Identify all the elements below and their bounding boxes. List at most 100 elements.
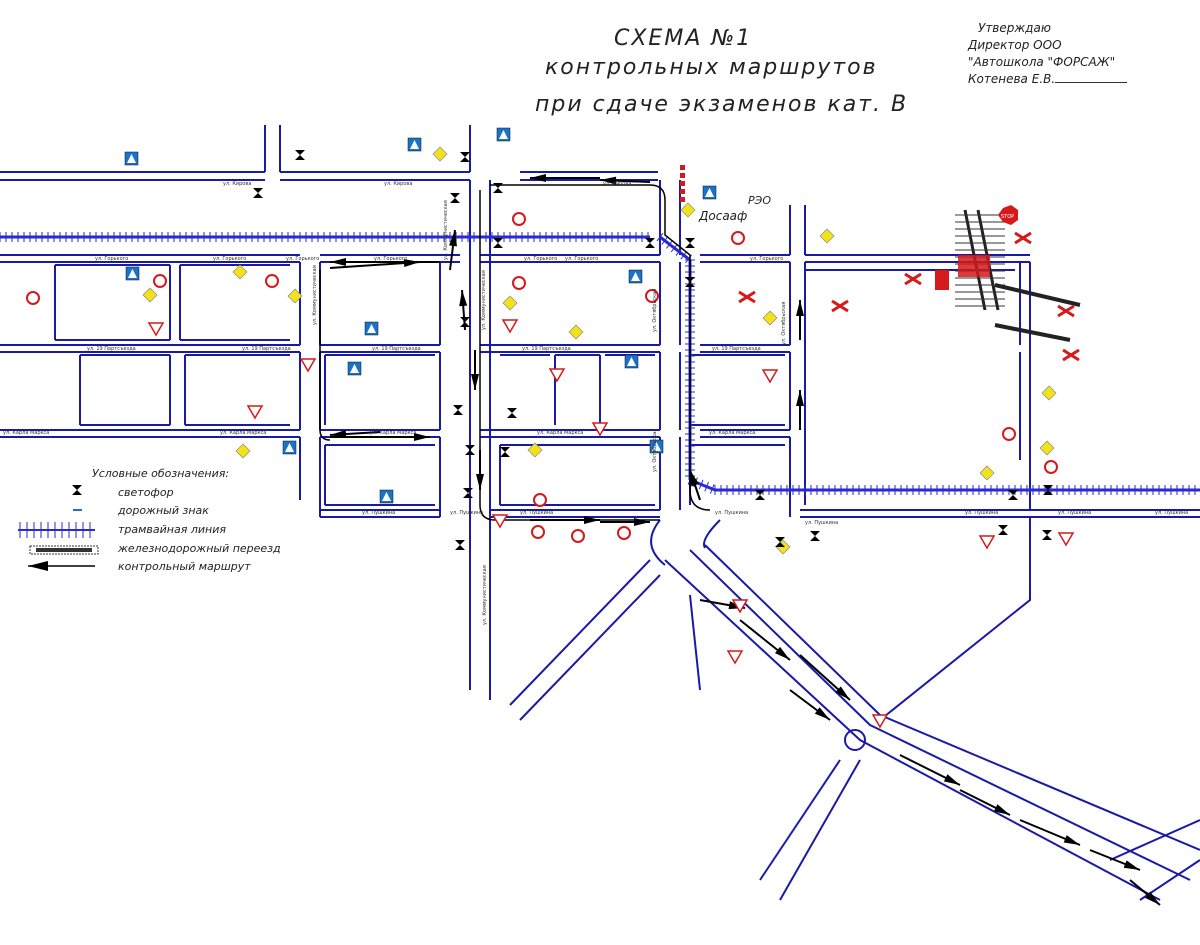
- sign-priority-0: [432, 146, 448, 162]
- traffic-light-17: [810, 531, 820, 541]
- sign-prohibit-8: [531, 525, 545, 539]
- legend-symbols: [18, 509, 99, 571]
- diagonal-road-7: [759, 759, 841, 881]
- street-label-16: ул. Карла Маркса: [220, 430, 266, 436]
- sign-priority-1: [680, 202, 696, 218]
- approval-line4: Котенева Е.В.: [968, 71, 1128, 88]
- tram-line-curve-north-tie: [661, 236, 669, 245]
- sign-rail-cross-2: [1057, 304, 1075, 318]
- sign-yield-0: [147, 322, 165, 337]
- street-label-26: ул. Пушкина: [1058, 510, 1091, 516]
- control-route-arrows: [319, 174, 1161, 906]
- sign-yield-7: [726, 650, 744, 665]
- sign-rail-cross-0: [738, 290, 756, 304]
- traffic-light-2: [295, 150, 305, 160]
- street-label-7: ул. Горького: [524, 256, 557, 262]
- street-label-15: ул. Карла Маркса: [3, 430, 49, 436]
- tram-line-curve-north-tie: [666, 240, 673, 249]
- street-label-17: ул. Карла Маркса: [370, 430, 416, 436]
- sign-prohibit-4: [512, 276, 526, 290]
- approval-line2: Директор ООО: [968, 38, 1062, 52]
- street-label-13: ул. 19 Партсъезда: [522, 346, 571, 352]
- street-label-23: ул. Пушкина: [715, 510, 748, 516]
- route-loop-west: [479, 190, 660, 521]
- sign-prohibit-12: [731, 231, 745, 245]
- sign-yield-6: [591, 422, 609, 437]
- traffic-light-8: [685, 277, 695, 287]
- traffic-light-11: [465, 445, 475, 455]
- traffic-light-22: [755, 490, 765, 500]
- sign-priority-2: [819, 228, 835, 244]
- traffic-light-6: [645, 238, 655, 248]
- road-network: [0, 125, 1200, 700]
- street-label-33: ул. Октябрьская: [652, 289, 658, 332]
- sign-blue-tri-5: [367, 324, 376, 333]
- sign-prohibit-2: [265, 274, 279, 288]
- sign-priority-6: [1039, 440, 1055, 456]
- diagonal-road-12: [703, 519, 721, 549]
- sign-rail-cross-1: [1014, 231, 1032, 245]
- tram-line-curve-north-tie: [656, 232, 664, 242]
- street-label-2: ул. Кирова: [603, 181, 631, 187]
- traffic-light-19: [1042, 530, 1052, 540]
- route-arrow-1-head: [600, 176, 617, 185]
- legend-traffic-light: светофор: [118, 486, 174, 499]
- approval-block: Утверждаю Директор ООО "Автошкола "ФОРСА…: [968, 20, 1128, 88]
- street-label-1: ул. Кирова: [384, 181, 412, 187]
- tram-line-curve-south-tie: [709, 484, 715, 494]
- diagonal-road-2: [704, 544, 1200, 851]
- sign-blue-tri-9: [627, 357, 636, 366]
- place-rzo: РЭО: [748, 194, 771, 207]
- sign-yield-2: [299, 358, 317, 373]
- sign-yield-8: [871, 714, 889, 729]
- street-label-8: ул. Горького: [565, 256, 598, 262]
- sign-priority-7: [235, 443, 251, 459]
- route-arrow-18-head: [1063, 835, 1080, 845]
- diagonal-road-1: [689, 549, 1191, 881]
- sign-red-marker: [680, 189, 685, 194]
- route-arrow-19-head: [1123, 860, 1140, 870]
- sign-priority-13: [232, 264, 248, 280]
- sign-blue-tri-6: [128, 269, 137, 278]
- street-label-30: ул. Коммунистическая: [443, 200, 449, 260]
- sign-blue-tri-0: [127, 154, 136, 163]
- traffic-light-7: [685, 238, 695, 248]
- sign-priority-4: [1041, 385, 1057, 401]
- tram-line-curve-south-tie: [704, 481, 710, 492]
- street-label-19: ул. Карла Маркса: [709, 430, 755, 436]
- traffic-lights: [72, 150, 1053, 550]
- sign-yield-1: [246, 405, 264, 420]
- traffic-light-4: [493, 183, 503, 193]
- route-arrow-10-head: [584, 516, 600, 524]
- tram-line-curve-south-tie: [698, 479, 704, 490]
- traffic-light-15: [455, 540, 465, 550]
- street-label-34: ул. Октябрьская: [781, 302, 787, 345]
- street-label-18: ул. Карла Маркса: [537, 430, 583, 436]
- route-loop-left: [319, 270, 331, 441]
- tram-lines: [0, 232, 1200, 495]
- diagonal-roads: [509, 517, 1200, 901]
- road-signs: STOP: [26, 127, 1080, 729]
- traffic-light-5: [493, 238, 503, 248]
- traffic-light-0: [460, 152, 470, 162]
- traffic-light-21: [1043, 485, 1053, 495]
- route-arrow-2-head: [330, 258, 346, 266]
- diagonal-road-8: [779, 759, 861, 901]
- traffic-light-13: [500, 447, 510, 457]
- route-arrow-16-head: [943, 774, 960, 785]
- sign-yield-12: [491, 514, 509, 529]
- sign-priority-11: [527, 442, 543, 458]
- sign-prohibit-6: [617, 526, 631, 540]
- sign-yield-9: [978, 535, 996, 550]
- sign-stop-vertical: [935, 270, 949, 290]
- route-arrow-7-head: [459, 290, 468, 307]
- sign-prohibit-5: [533, 493, 547, 507]
- sign-blue-tri-11: [652, 442, 661, 451]
- route-arrow-9-head: [476, 474, 484, 490]
- railway-crossing: [955, 209, 1081, 342]
- street-label-22: ул. Пушкина: [520, 510, 553, 516]
- route-arrow-8-head: [471, 374, 479, 390]
- page-title-line1: СХЕМА №1: [614, 26, 753, 51]
- legend-tram-line: трамвайная линия: [118, 523, 226, 536]
